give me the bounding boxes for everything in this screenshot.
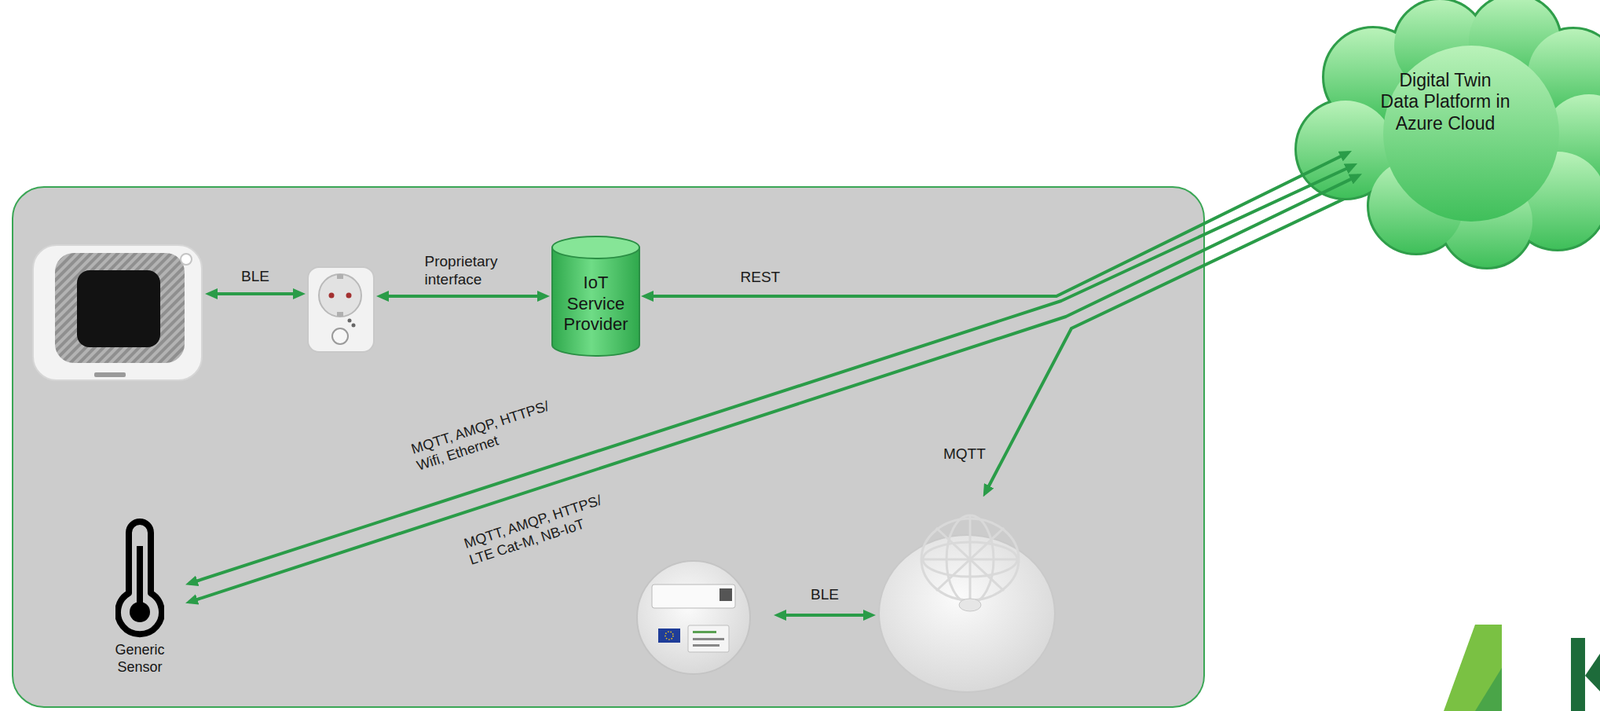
logo-part [1570,637,1586,711]
link-label: BLE [810,585,839,605]
ble-tag-part [719,588,733,601]
node-text: IoT Service Provider [556,272,636,335]
thermometer-icon-part [129,601,151,623]
air-sensor-device-part [54,252,185,363]
ble-tag-part [658,628,681,643]
cloud-shape [1290,0,1600,271]
edge-label: REST [740,268,781,287]
smart-plug-part [336,274,344,279]
smart-plug [307,267,374,352]
cylinder-shape-part [552,236,640,259]
smart-plug-part [351,323,356,328]
smart-plug-part [307,267,374,352]
smart-plug-part [347,318,352,323]
ble-tag-part [692,644,720,647]
label-holder: REST [740,268,781,287]
ble-tag-part [692,637,725,641]
thermometer-icon [115,514,165,639]
connector [189,164,1355,584]
ble-link [208,292,302,296]
cloud-node: Digital Twin Data Platform in Azure Clou… [1290,0,1600,271]
air-sensor-device-part [180,253,192,265]
ble-tag-part [665,631,674,640]
cloud-shape-part [1296,0,1600,268]
sensor-icon-node: Generic Sensor [94,514,186,676]
database-cylinder: IoT Service Provider [550,234,641,358]
ruuvi-tag-part-part [936,527,1004,591]
ble-tag-part [651,584,736,608]
air-sensor-device-part [76,270,161,348]
label-holder: Proprietary interface [424,252,516,290]
node-text: Digital Twin Data Platform in Azure Clou… [1379,69,1513,136]
ble-link [777,613,872,617]
smart-plug-part [318,274,362,317]
air-sensor-device-part [32,245,202,381]
link-label: Proprietary interface [424,252,516,290]
ble-tag [637,560,751,674]
ble-tag-part [692,630,717,634]
label-holder: BLE [810,585,839,605]
ruuvi-tag-part [878,534,1055,692]
logo-part [1475,667,1502,711]
ruuvi-tag [878,515,1055,692]
smart-plug-part [346,292,352,299]
ruuvi-tag-part [920,515,1020,604]
link-label: BLE [241,267,270,286]
logo-part [1443,624,1502,711]
connector [644,152,1349,297]
connector [189,175,1359,602]
smart-plug-part [336,311,344,317]
label-holder: MQTT [943,445,986,464]
smart-plug-part [332,328,348,345]
proprietary-link [380,294,546,298]
ble-tag-part [688,625,729,652]
ruuvi-tag-part [959,598,982,612]
smart-plug-part [329,292,335,299]
thermometer-icon-part [117,521,162,634]
mqtt-link [984,186,1370,494]
logo-part [1585,653,1600,692]
air-sensor-device [32,245,202,381]
air-sensor-device-part [94,372,126,378]
cylinder-shape-part [552,247,640,356]
ble-tag-part [637,560,751,674]
node-text: Generic Sensor [103,641,176,676]
label-holder: BLE [241,267,270,286]
logo [1443,624,1600,711]
link-label: MQTT [943,445,986,464]
ruuvi-tag-part-part [936,527,1004,591]
layout-link [208,186,1370,616]
cloud-shape-part [1296,0,1600,268]
